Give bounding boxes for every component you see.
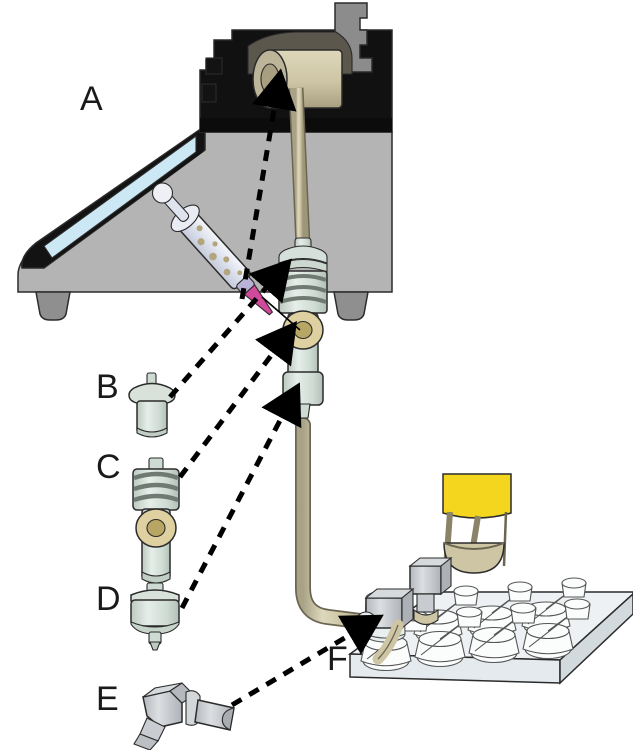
roller-hub bbox=[260, 63, 280, 95]
rack-right-face bbox=[559, 592, 633, 685]
reservoir-cap bbox=[442, 473, 512, 519]
syringe-plunger-thumbrest bbox=[151, 182, 174, 204]
valve-inlet-port bbox=[356, 611, 376, 629]
valve-block-upper bbox=[409, 565, 442, 595]
label-F: F bbox=[327, 640, 348, 678]
b-base-rim bbox=[136, 427, 168, 438]
c-top-stem bbox=[148, 457, 164, 471]
instrument-foot-right bbox=[333, 291, 369, 321]
valve-upper-outlet bbox=[413, 608, 439, 626]
luer-cap-fitting bbox=[128, 372, 176, 438]
leader-lines bbox=[168, 68, 384, 708]
leader-C bbox=[178, 321, 297, 479]
d-body bbox=[130, 599, 180, 627]
reservoir-rim bbox=[443, 542, 505, 550]
valve-outlet-tube-edge bbox=[377, 624, 399, 660]
tube bbox=[468, 602, 537, 664]
bead bbox=[196, 225, 203, 232]
tube bbox=[522, 598, 591, 660]
bead bbox=[223, 256, 230, 263]
d-outlet-tip bbox=[149, 641, 161, 651]
elbow-barb-connector bbox=[133, 682, 235, 750]
c-thread-3 bbox=[133, 493, 179, 503]
needle-to-septum bbox=[261, 296, 301, 331]
septum-center bbox=[293, 320, 313, 340]
display-screen bbox=[43, 134, 197, 259]
tube-upper bbox=[290, 87, 309, 247]
d-body-bottom bbox=[130, 621, 180, 635]
leader-D bbox=[179, 382, 302, 610]
housing-tab-upper bbox=[205, 57, 223, 75]
instrument-foot-left bbox=[35, 291, 71, 321]
tube-lower bbox=[296, 418, 375, 629]
labels: A B C D E F bbox=[80, 80, 348, 718]
label-D: D bbox=[96, 580, 121, 618]
filter-outlet-nipple bbox=[295, 403, 311, 419]
reservoir-valve-block bbox=[408, 556, 453, 626]
valve-block-outlet-side bbox=[401, 587, 414, 630]
label-C: C bbox=[96, 448, 121, 486]
inline-injection-port-assembly bbox=[132, 457, 180, 584]
tubing-line bbox=[288, 87, 376, 630]
bead bbox=[212, 241, 218, 247]
label-E: E bbox=[96, 680, 119, 718]
label-B: B bbox=[96, 368, 119, 406]
e-nozzle-bore bbox=[221, 707, 235, 731]
bead bbox=[223, 268, 231, 276]
leader-A bbox=[239, 68, 297, 300]
bead bbox=[209, 252, 217, 261]
c-base-rim bbox=[141, 571, 171, 584]
e-barb-tip bbox=[133, 733, 159, 750]
reservoir-leg-right bbox=[502, 511, 508, 567]
tube bbox=[414, 606, 483, 668]
valve-block-upper-side bbox=[440, 556, 452, 596]
valve-upper-stem bbox=[416, 593, 435, 613]
leader-B bbox=[168, 258, 292, 399]
leader-E bbox=[230, 614, 384, 708]
c-thread-2 bbox=[133, 482, 179, 492]
b-body bbox=[136, 400, 168, 434]
bead bbox=[237, 270, 243, 276]
housing-tab-lower bbox=[201, 83, 217, 103]
inline-assembly bbox=[278, 237, 328, 419]
inline-ribbed-cap bbox=[278, 245, 328, 314]
bead bbox=[197, 238, 205, 246]
inline-filter-collar bbox=[282, 371, 324, 406]
c-septum-center bbox=[146, 518, 166, 538]
label-A: A bbox=[80, 80, 103, 118]
inline-filter-housing bbox=[130, 582, 180, 651]
c-thread-1 bbox=[133, 471, 179, 481]
